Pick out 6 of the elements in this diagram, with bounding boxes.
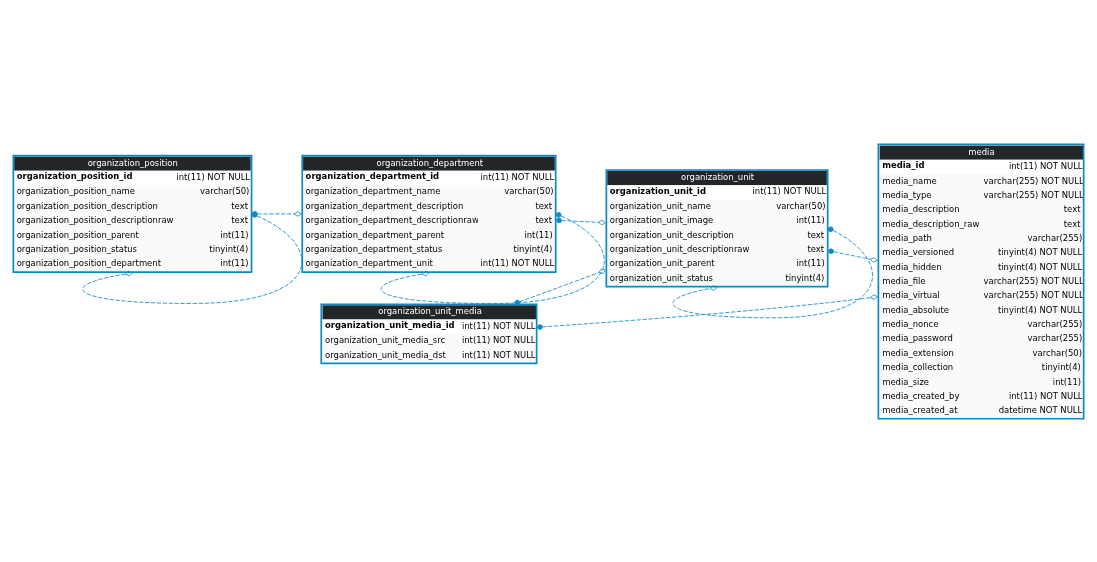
connector (672, 226, 873, 318)
connector (380, 211, 605, 304)
connector (537, 293, 878, 330)
connector (828, 247, 878, 263)
connector (556, 217, 606, 225)
connector (514, 268, 606, 305)
